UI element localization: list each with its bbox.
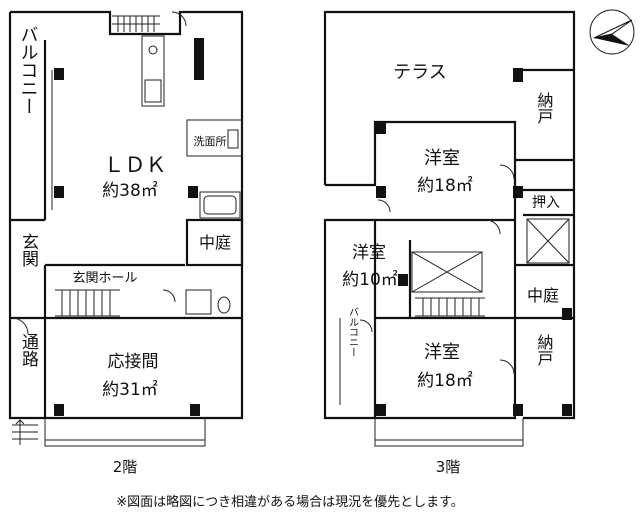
room-c-area: 約18㎡ <box>417 371 473 391</box>
courtyard-label-3f: 中庭 <box>527 286 559 305</box>
floor-2f: バルコニー ＬＤＫ 約38㎡ 洗面所 中庭 玄関 玄関ホール 通路 応接間 約3… <box>8 10 244 476</box>
bathtub <box>199 191 241 219</box>
washroom-label: 洗面所 <box>194 135 227 148</box>
stairs-2f-top <box>112 15 160 32</box>
balcony-label-3f: バルコニー <box>347 307 359 357</box>
bay-3f <box>374 418 524 447</box>
room-b-area: 約10㎡ <box>342 270 398 290</box>
stairs-3f <box>415 297 485 317</box>
terrace-label: テラス <box>393 62 447 83</box>
passage-label: 通路 <box>18 333 39 367</box>
reception-area: 約31㎡ <box>102 380 158 400</box>
outer-wall-2f <box>10 10 244 420</box>
ldk-name: ＬＤＫ <box>104 153 167 177</box>
outer-wall-3f <box>323 10 576 420</box>
reception-name: 応接間 <box>108 352 159 372</box>
room-a-area: 約18㎡ <box>417 176 473 196</box>
closet-x-box <box>526 218 570 264</box>
outer-wall-2f-left <box>8 12 45 420</box>
footnote: ※図面は略図につき相違がある場合は現況を優先とします。 <box>116 494 464 510</box>
room-a-name: 洋室 <box>424 148 460 169</box>
entrance-hall-label: 玄関ホール <box>72 271 137 286</box>
ldk-area: 約38㎡ <box>102 181 158 201</box>
floor-3f: テラス 納戸 洋室 約18㎡ 押入 洋室 約10㎡ 中庭 バルコニー 洋室 約1… <box>323 10 576 476</box>
closet-label: 押入 <box>532 195 560 211</box>
bay-2f <box>44 418 206 447</box>
stairwell-void <box>411 251 483 293</box>
caption-3f: 3階 <box>436 458 461 476</box>
stairs-2f-entrance <box>12 419 38 445</box>
courtyard-2f-outline <box>185 218 244 267</box>
entrance-label: 玄関 <box>18 233 38 267</box>
balcony-label-2f: バルコニー <box>18 25 39 115</box>
storage-label-bottom: 納戸 <box>535 334 554 366</box>
kitchen-counter <box>141 35 165 107</box>
north-arrow-icon <box>589 9 635 55</box>
stairs-2f-hall <box>55 289 120 317</box>
room-b-name: 洋室 <box>352 243 386 263</box>
toilet <box>217 296 231 314</box>
caption-2f: 2階 <box>113 458 138 476</box>
storage-label-top: 納戸 <box>535 92 554 124</box>
courtyard-label-2f: 中庭 <box>199 233 231 252</box>
room-c-name: 洋室 <box>424 342 460 363</box>
